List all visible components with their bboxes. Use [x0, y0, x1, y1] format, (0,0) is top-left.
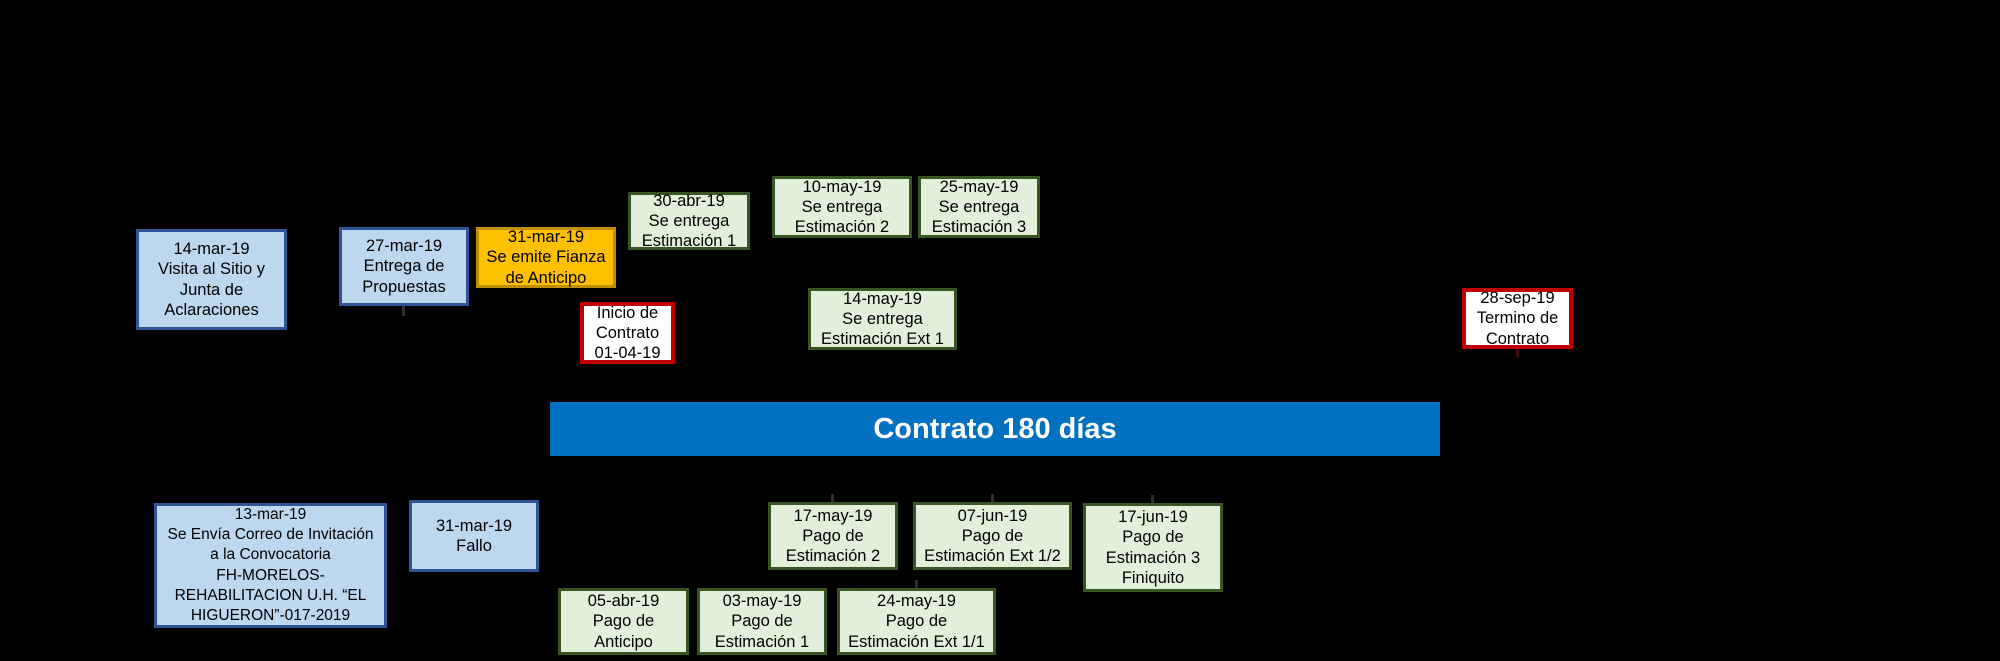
connector-stub	[402, 306, 405, 316]
connector-stub	[831, 494, 834, 502]
contract-duration-bar: Contrato 180 días	[550, 402, 1440, 456]
event-box-pago-estimacion-ext-1-2: 07-jun-19 Pago de Estimación Ext 1/2	[913, 502, 1072, 570]
event-box-inicio-contrato: Inicio de Contrato 01-04-19	[580, 302, 675, 364]
connector-stub	[1151, 495, 1154, 503]
event-box-pago-estimacion-ext-1-1: 24-may-19 Pago de Estimación Ext 1/1	[837, 588, 996, 655]
event-box-pago-anticipo: 05-abr-19 Pago de Anticipo	[558, 588, 689, 655]
connector-stub	[915, 580, 918, 588]
connector-stub	[1516, 349, 1519, 357]
event-box-entrega-propuestas: 27-mar-19 Entrega de Propuestas	[339, 227, 469, 306]
event-box-termino-contrato: 28-sep-19 Termino de Contrato	[1462, 288, 1573, 349]
event-box-pago-estimacion-2: 17-may-19 Pago de Estimación 2	[768, 502, 898, 570]
event-box-entrega-estimacion-1: 30-abr-19 Se entrega Estimación 1	[628, 192, 750, 250]
event-box-entrega-estimacion-3: 25-may-19 Se entrega Estimación 3	[918, 176, 1040, 238]
event-box-fianza-anticipo: 31-mar-19 Se emite Fianza de Anticipo	[476, 227, 616, 288]
event-box-pago-estimacion-3-finiquito: 17-jun-19 Pago de Estimación 3 Finiquito	[1083, 503, 1223, 592]
event-box-entrega-estimacion-ext-1: 14-may-19 Se entrega Estimación Ext 1	[808, 288, 957, 350]
event-box-fallo: 31-mar-19 Fallo	[409, 500, 539, 572]
connector-stub	[991, 494, 994, 502]
event-box-visita-al-sitio: 14-mar-19 Visita al Sitio y Junta de Acl…	[136, 229, 287, 330]
event-box-entrega-estimacion-2: 10-may-19 Se entrega Estimación 2	[772, 176, 912, 238]
event-box-correo-invitacion: 13-mar-19 Se Envía Correo de Invitación …	[154, 503, 387, 628]
event-box-pago-estimacion-1: 03-may-19 Pago de Estimación 1	[697, 588, 827, 655]
